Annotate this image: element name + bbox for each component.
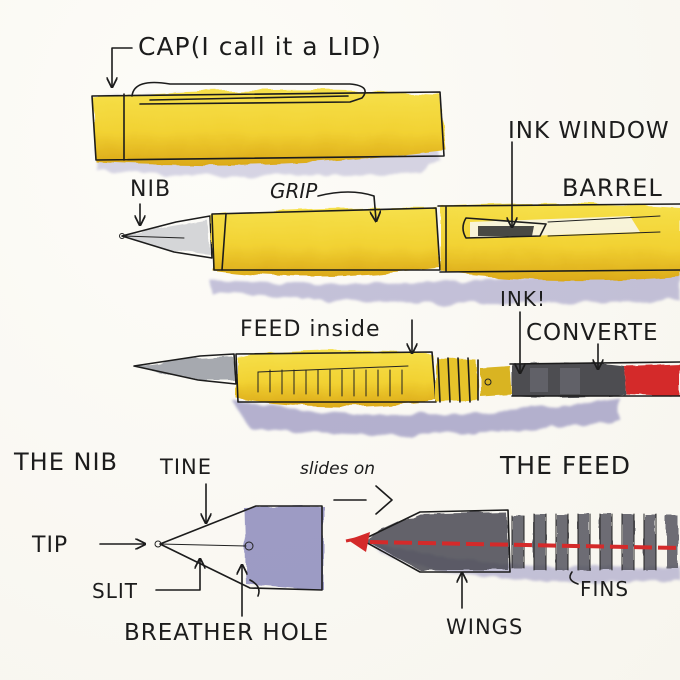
slides-on-label: slides on xyxy=(300,459,375,479)
converter-label: CONVERTE xyxy=(526,320,659,346)
disassembled-pen-drawing xyxy=(133,350,680,436)
ink-label: INK! xyxy=(500,287,546,311)
the-feed-label: THE FEED xyxy=(499,451,631,480)
breather-hole-label: BREATHER HOLE xyxy=(124,620,329,646)
feed-inside-label: FEED inside xyxy=(240,317,381,342)
feed-detail-drawing xyxy=(345,509,680,583)
nib-detail-drawing xyxy=(154,505,324,597)
assembled-pen-drawing xyxy=(119,203,680,304)
tine-label: TINE xyxy=(159,455,212,479)
nib-label: NIB xyxy=(130,177,171,202)
cap-drawing xyxy=(91,81,446,177)
fins-label: FINS xyxy=(580,577,629,601)
barrel-label: BARREL xyxy=(562,174,663,202)
the-nib-label: THE NIB xyxy=(13,448,118,476)
ink-window-label: INK WINDOW xyxy=(508,118,670,144)
tip-label: TIP xyxy=(31,533,68,558)
slit-label: SLIT xyxy=(92,579,138,603)
cap-label: CAP(I call it a LID) xyxy=(138,32,382,61)
grip-label: GRIP xyxy=(270,179,318,203)
wings-label: WINGS xyxy=(446,615,523,639)
